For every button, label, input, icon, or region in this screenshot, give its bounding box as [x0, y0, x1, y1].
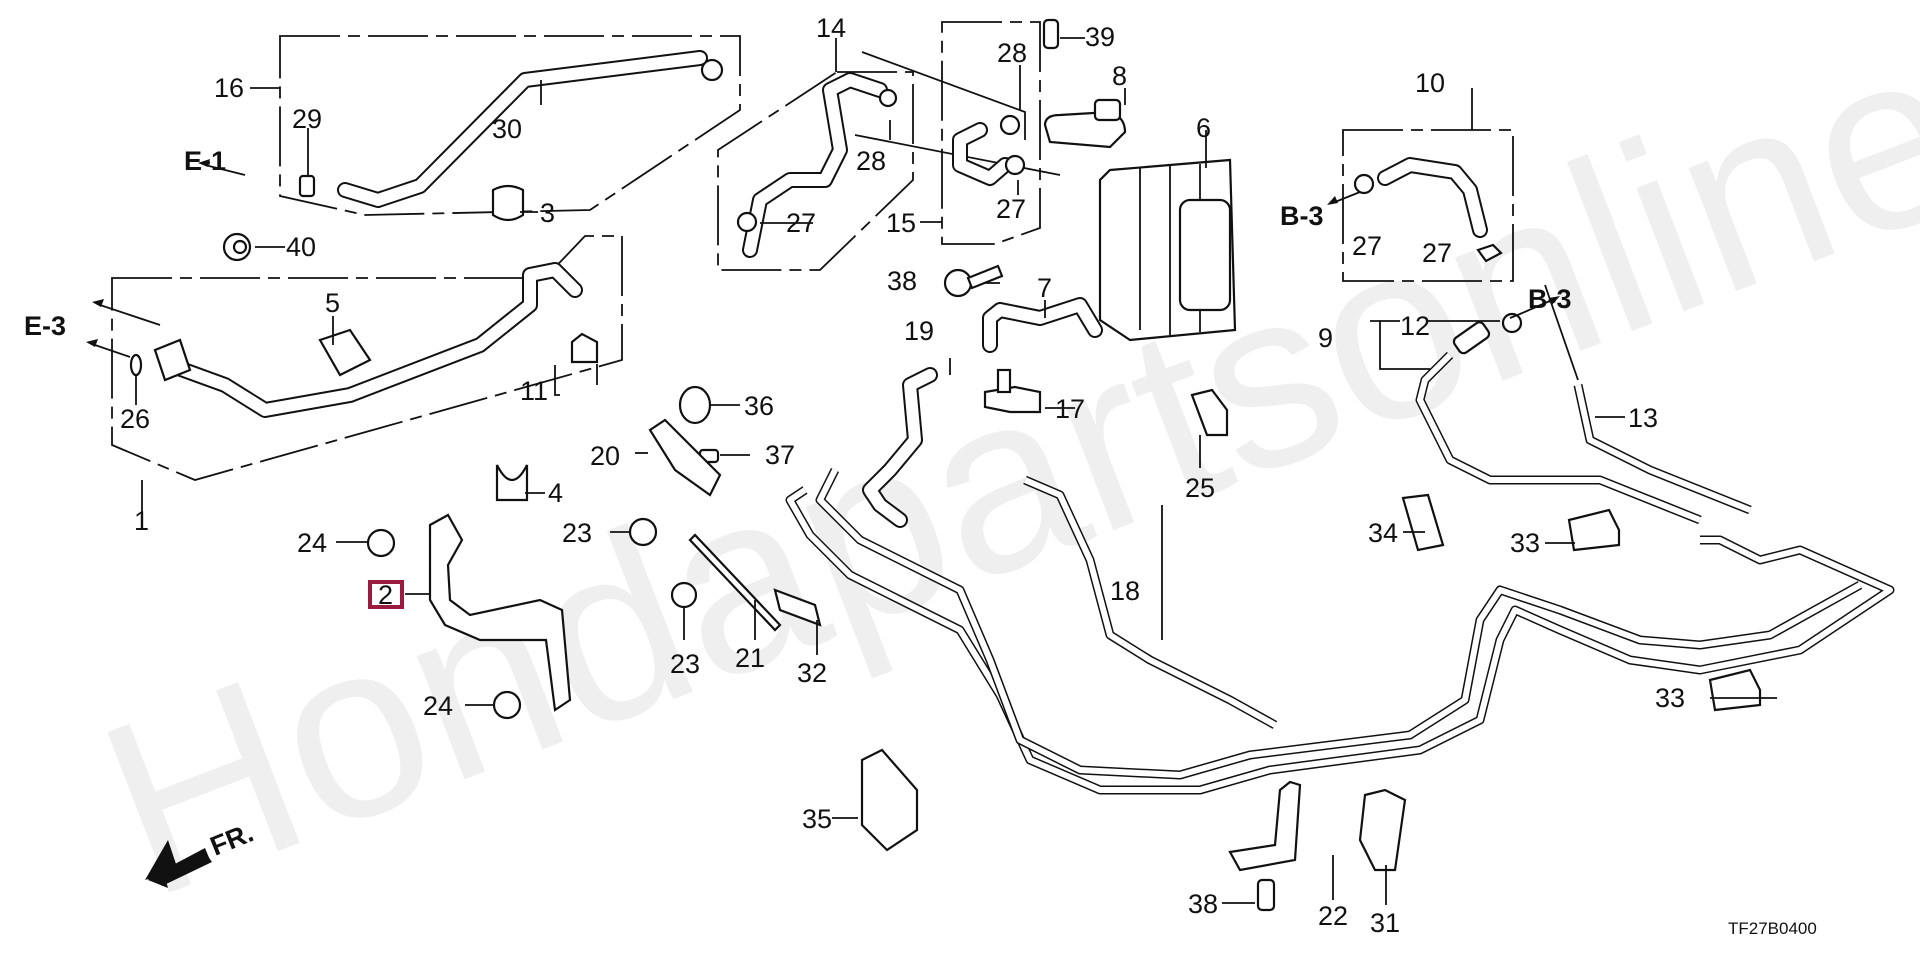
callout-18[interactable]: 18 — [1110, 576, 1140, 606]
ref-label-b3-upper[interactable]: B-3 — [1280, 201, 1324, 231]
callout-36[interactable]: 36 — [744, 391, 774, 421]
callout-27-box15[interactable]: 27 — [996, 194, 1026, 224]
callout-23-upper[interactable]: 23 — [562, 518, 592, 548]
callout-13[interactable]: 13 — [1628, 403, 1658, 433]
callout-28-box15[interactable]: 28 — [997, 38, 1027, 68]
watermark: Hondapartsonline.ru — [69, 0, 1920, 949]
ref-label-e3[interactable]: E-3 — [24, 311, 66, 341]
callout-17[interactable]: 17 — [1055, 394, 1085, 424]
callout-27-box10-right[interactable]: 27 — [1422, 238, 1452, 268]
watermark-text: Hondapartsonline.ru — [69, 0, 1920, 949]
callout-25[interactable]: 25 — [1185, 473, 1215, 503]
callout-38-lower[interactable]: 38 — [1188, 889, 1218, 919]
callout-23-lower[interactable]: 23 — [670, 649, 700, 679]
highlight-box-part-2 — [368, 580, 404, 609]
diagram-code: TF27B0400 — [1728, 919, 1817, 938]
callout-4[interactable]: 4 — [548, 478, 563, 508]
callout-10[interactable]: 10 — [1415, 68, 1445, 98]
callout-33-upper[interactable]: 33 — [1510, 528, 1540, 558]
callout-1[interactable]: 1 — [134, 506, 149, 536]
callout-11[interactable]: 11 — [520, 376, 548, 406]
callout-6[interactable]: 6 — [1196, 113, 1211, 143]
callout-21[interactable]: 21 — [735, 643, 765, 673]
parts — [129, 18, 1895, 912]
callout-16[interactable]: 16 — [214, 73, 244, 103]
ref-label-b3-lower[interactable]: B-3 — [1528, 284, 1572, 314]
callout-30[interactable]: 30 — [492, 114, 522, 144]
ref-label-e1[interactable]: E-1 — [184, 146, 226, 176]
callout-22[interactable]: 22 — [1318, 901, 1348, 931]
callout-labels: 1 2 3 4 5 6 7 8 9 10 11 12 13 14 15 16 1… — [120, 13, 1685, 938]
bracket-part-2 — [428, 513, 572, 712]
callout-37[interactable]: 37 — [765, 440, 795, 470]
callout-39[interactable]: 39 — [1085, 22, 1115, 52]
callout-35[interactable]: 35 — [802, 804, 832, 834]
callout-34[interactable]: 34 — [1368, 518, 1398, 548]
callout-20[interactable]: 20 — [590, 441, 620, 471]
callout-27-box14[interactable]: 27 — [786, 208, 816, 238]
callout-32[interactable]: 32 — [797, 658, 827, 688]
reference-arrows — [86, 159, 1560, 358]
callout-12[interactable]: 12 — [1400, 311, 1430, 341]
callout-24-lower[interactable]: 24 — [423, 691, 453, 721]
callout-26[interactable]: 26 — [120, 404, 150, 434]
callout-8[interactable]: 8 — [1112, 61, 1127, 91]
callout-31[interactable]: 31 — [1370, 908, 1400, 938]
callout-38-upper[interactable]: 38 — [887, 266, 917, 296]
callout-19[interactable]: 19 — [904, 316, 934, 346]
callout-28-box14[interactable]: 28 — [856, 146, 886, 176]
callout-9[interactable]: 9 — [1318, 323, 1333, 353]
callout-2[interactable]: 2 — [378, 580, 393, 610]
group-box-16 — [279, 35, 741, 216]
callout-7[interactable]: 7 — [1037, 273, 1052, 303]
group-box-10 — [1342, 129, 1514, 282]
group-box-15 — [941, 21, 1041, 245]
reference-labels: E-1 E-3 B-3 B-3 — [24, 146, 1572, 341]
callout-3[interactable]: 3 — [540, 198, 555, 228]
callout-40[interactable]: 40 — [286, 232, 316, 262]
callout-5[interactable]: 5 — [325, 288, 340, 318]
callout-15[interactable]: 15 — [886, 208, 916, 238]
group-box-14 — [717, 71, 914, 271]
callout-24-upper[interactable]: 24 — [297, 528, 327, 558]
callout-27-box10-left[interactable]: 27 — [1352, 231, 1382, 261]
callout-33-lower[interactable]: 33 — [1655, 683, 1685, 713]
callout-14[interactable]: 14 — [816, 13, 846, 43]
callout-29[interactable]: 29 — [292, 104, 322, 134]
